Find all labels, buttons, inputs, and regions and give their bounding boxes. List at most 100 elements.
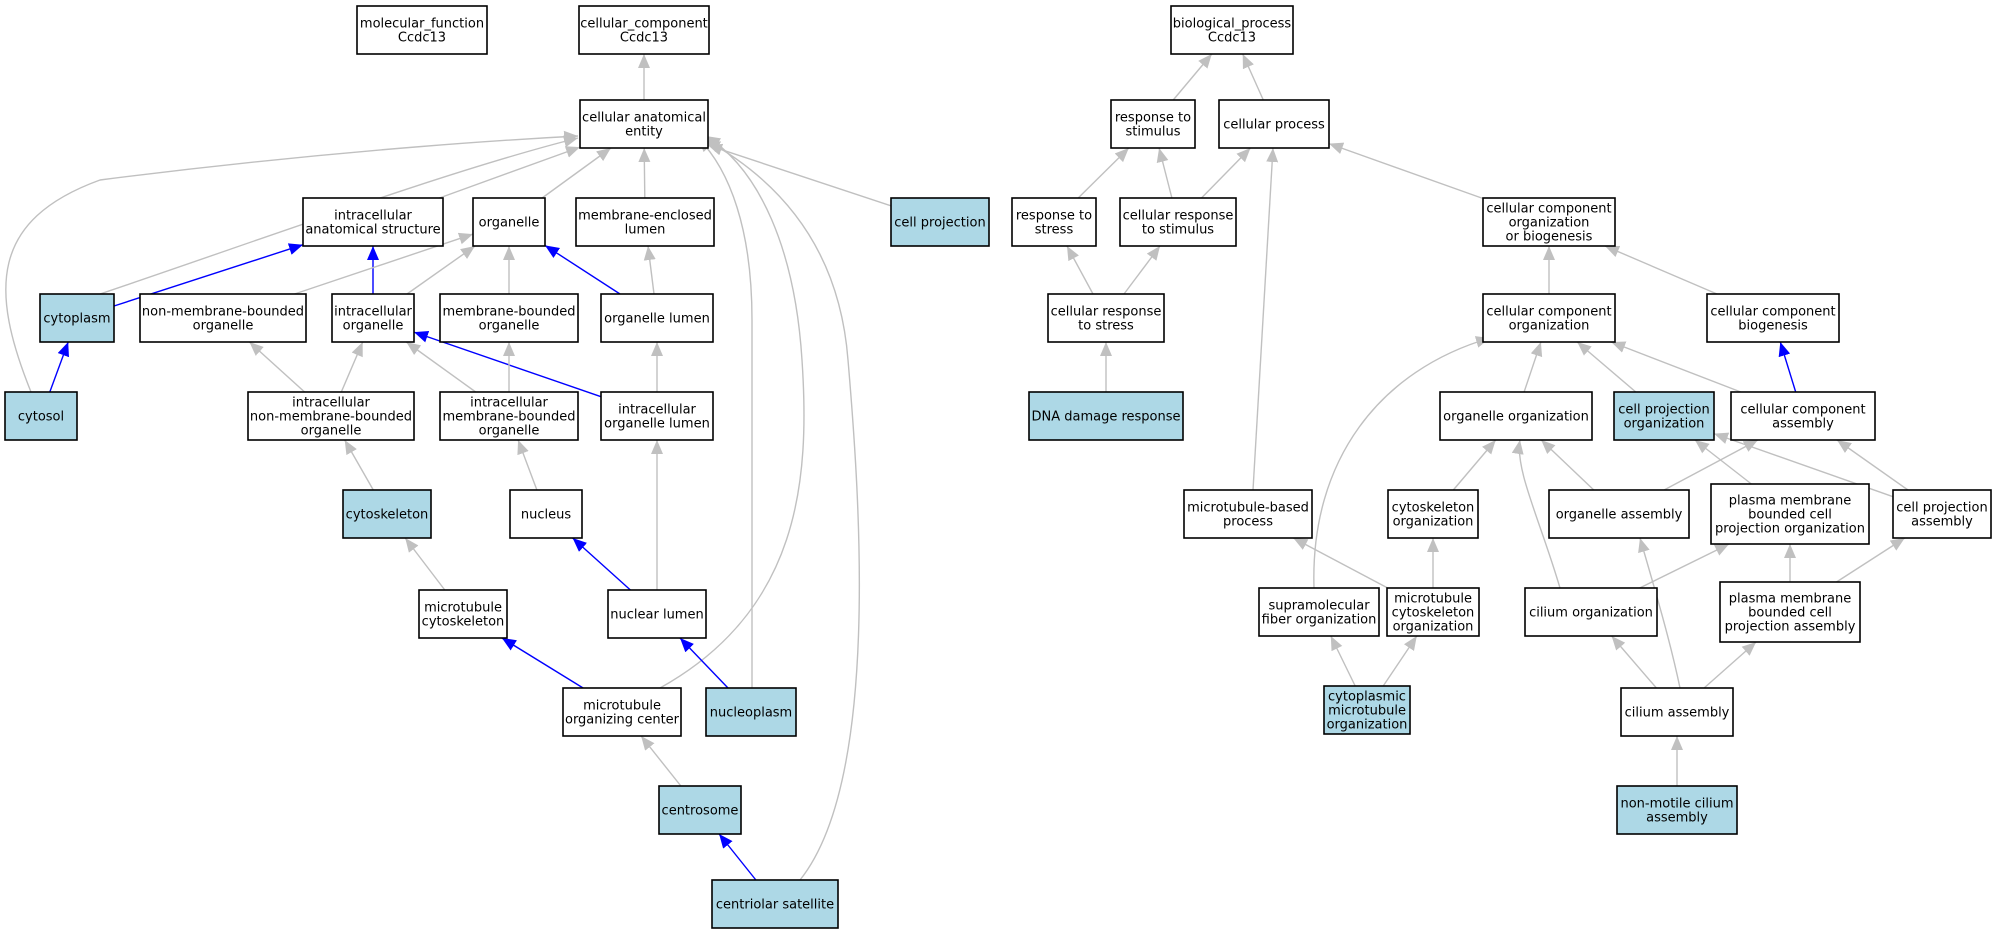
node-box [578,5,710,55]
node-box [1170,5,1294,55]
node-olumen[interactable]: organelle lumen [600,293,714,343]
edge-centrosome-to-mtoc [640,735,682,787]
node-label: non-motile cilium [1620,797,1733,812]
edge-rtstress-to-rts [1077,147,1130,199]
node-organelle[interactable]: organelle [472,197,546,247]
node-label: cell projection [1896,501,1987,516]
node-centrosome[interactable]: centrosome [658,785,742,835]
edge-cpa-to-cca [1836,439,1909,491]
node-cytoskeleton[interactable]: cytoskeleton [342,489,432,539]
node-nucleus[interactable]: nucleus [509,489,583,539]
node-label: intracellular [292,396,370,411]
edge-mtcyto-to-cytoskeleton [404,537,446,591]
node-box [600,293,714,343]
node-box [356,5,488,55]
node-nuclumen[interactable]: nuclear lumen [607,589,707,639]
node-label: organelle [343,319,404,334]
node-centsat[interactable]: centriolar satellite [711,879,839,929]
edge-cytoskeleton-to-inmbo [344,439,374,491]
node-label: cytoplasmic [1328,690,1406,705]
node-label: plasma membrane [1729,592,1852,607]
node-label: assembly [1646,811,1708,826]
node-label: intracellular [470,396,548,411]
node-ddr[interactable]: DNA damage response [1028,391,1184,441]
edge-cmo-to-mtco [1382,635,1418,687]
node-label: cilium assembly [1625,706,1730,721]
node-nucleoplasm[interactable]: nucleoplasm [705,687,797,737]
node-cila[interactable]: cilium assembly [1620,687,1734,737]
node-label: fiber organization [1262,613,1377,628]
node-box [890,197,990,247]
edge-nucleoplasm-to-cae [697,137,753,688]
node-box [1119,197,1237,247]
node-label: anatomical structure [305,223,440,238]
node-box [1482,197,1616,247]
node-inmbo[interactable]: intracellularnon-membrane-boundedorganel… [247,391,415,441]
node-cp[interactable]: cellular process [1218,99,1330,149]
edge-imbo-to-io [405,341,477,393]
node-cytoplasm[interactable]: cytoplasm [39,293,115,343]
node-box [1710,483,1870,545]
node-oorg[interactable]: organelle organization [1439,391,1593,441]
edge-mtoc-to-cae [659,135,805,689]
node-box [1386,587,1480,637]
node-box [1183,489,1313,539]
edge-cpo-to-cco [1576,341,1637,393]
node-box [1110,99,1196,149]
edge-olumen-to-organelle [544,244,621,295]
edge-cilo-to-pmbcpo [1639,543,1730,589]
node-label: microtubule-based [1187,501,1309,516]
edge-oorg-to-cco [1523,341,1543,393]
node-cellproj[interactable]: cell projection [890,197,990,247]
node-label: cell projection [894,216,985,231]
edge-mtco-to-mtbp [1292,537,1389,589]
node-box [600,391,714,441]
edge-pmbcpo-to-cpo [1694,439,1752,485]
node-cilo[interactable]: cilium organization [1524,587,1658,637]
node-label: organelle [479,319,540,334]
edge-crtstress-to-crts [1123,245,1161,295]
edge-cso-to-oorg [1452,439,1497,491]
node-label: molecular_function [360,17,484,32]
node-box [1706,293,1840,343]
node-label: microtubule [583,699,661,714]
edge-cytosol-to-cytoplasm [49,341,69,393]
edge-iol-to-io [413,331,602,398]
edge-sfo-to-cco [1313,336,1491,589]
node-oa[interactable]: organelle assembly [1548,489,1690,539]
node-cytosol[interactable]: cytosol [4,391,78,441]
node-label: cellular process [1223,118,1325,133]
node-label: organelle [479,216,540,231]
